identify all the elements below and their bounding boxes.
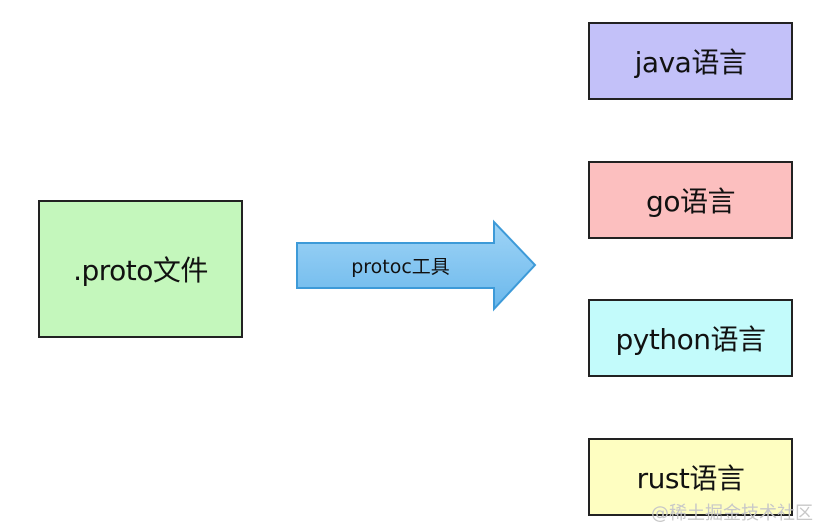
go-language-label: go语言 <box>646 185 735 218</box>
java-language-label: java语言 <box>634 46 747 79</box>
proto-file-box: .proto文件 <box>38 200 243 338</box>
protoc-tool-label: protoc工具 <box>351 256 450 278</box>
watermark: @稀土掘金技术社区 <box>651 503 813 524</box>
python-language-box: python语言 <box>588 299 793 377</box>
rust-language-label: rust语言 <box>636 462 745 495</box>
go-language-box: go语言 <box>588 161 793 239</box>
arrow-shape <box>296 219 537 312</box>
python-language-label: python语言 <box>615 323 766 356</box>
java-language-box: java语言 <box>588 22 793 100</box>
proto-file-label: .proto文件 <box>73 254 208 287</box>
protoc-arrow <box>296 219 537 312</box>
rust-language-box: rust语言 <box>588 438 793 516</box>
